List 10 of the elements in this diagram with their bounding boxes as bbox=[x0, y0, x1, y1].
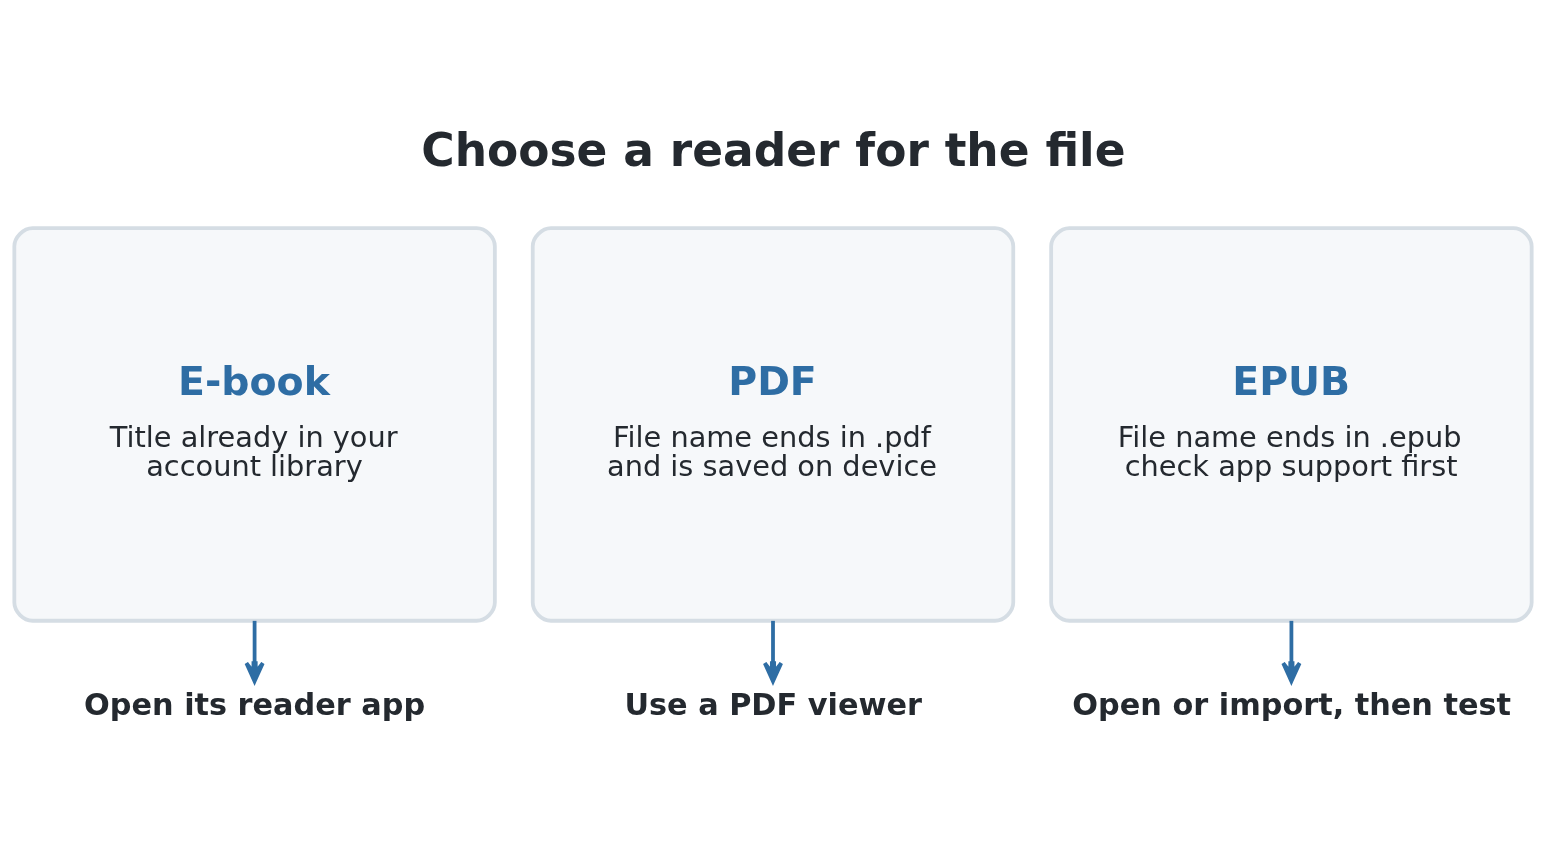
node-text: Open or import, then test bbox=[1072, 686, 1511, 722]
arrow bbox=[244, 620, 265, 683]
node-box: E-book Title already in your account library bbox=[12, 225, 497, 623]
node-box: EPUB File name ends in .epub check app support first bbox=[1049, 225, 1534, 623]
arrow bbox=[1281, 620, 1302, 683]
arrow bbox=[762, 620, 784, 683]
node-text: Open its reader app bbox=[84, 686, 426, 722]
diagram-title: Choose a reader for the file bbox=[421, 123, 1126, 177]
node-box: PDF File name ends in .pdf and is saved on device bbox=[530, 225, 1016, 623]
node-text: Use a PDF viewer bbox=[624, 686, 922, 722]
